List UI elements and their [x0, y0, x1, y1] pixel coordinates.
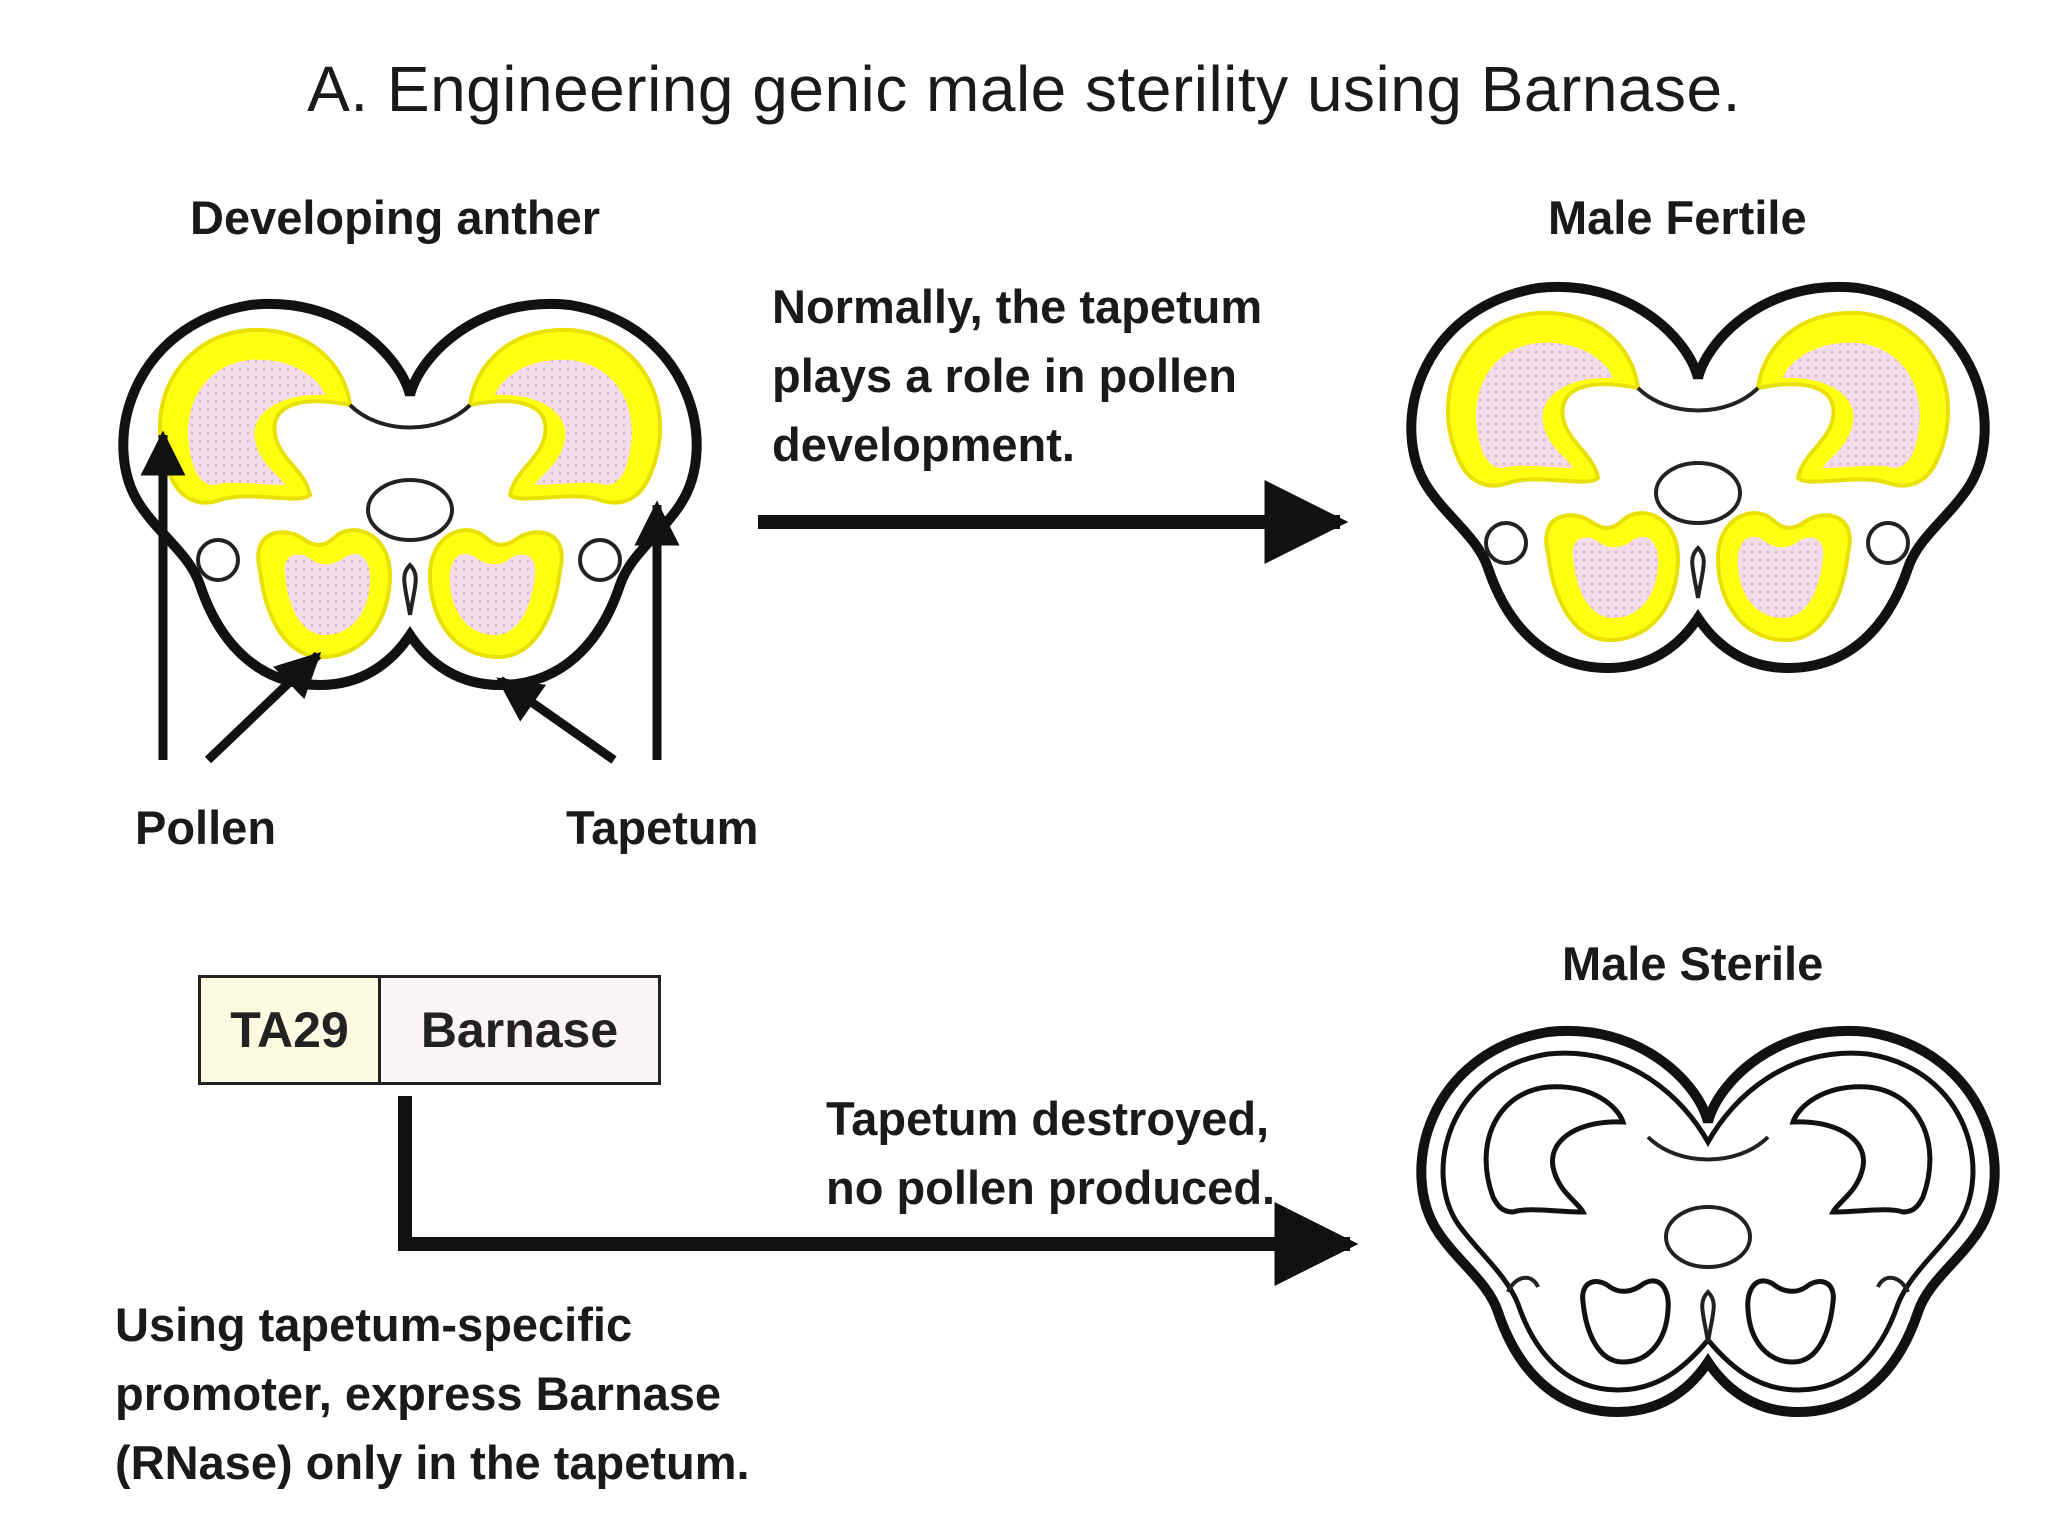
promoter-label: TA29 — [230, 1002, 349, 1058]
male-sterile-anther-illustration — [1421, 1031, 1994, 1412]
barnase-gene-box: Barnase — [378, 975, 661, 1085]
pollen-label: Pollen — [135, 801, 277, 854]
method-note-line: (RNase) only in the tapetum. — [115, 1436, 750, 1489]
developing-anther-heading: Developing anther — [190, 191, 601, 244]
callout-arrows — [140, 430, 680, 764]
method-note-line: promoter, express Barnase — [115, 1367, 722, 1420]
male-fertile-heading: Male Fertile — [1548, 191, 1807, 244]
method-note-line: Using tapetum-specific — [115, 1298, 633, 1351]
normal-note-line: development. — [772, 418, 1075, 471]
pollen-arrow-diagonal — [204, 651, 322, 764]
barnase-label: Barnase — [420, 1002, 619, 1058]
method-note: Using tapetum-specific promoter, express… — [115, 1290, 750, 1497]
empty-locules — [1483, 1084, 1933, 1365]
male-fertile-anther-illustration — [1411, 287, 1984, 668]
tapetum-arrow-diagonal — [496, 676, 617, 764]
destroyed-note: Tapetum destroyed, no pollen produced. — [826, 1084, 1275, 1222]
figure-title: A. Engineering genic male sterility usin… — [307, 53, 1741, 125]
developing-anther-illustration — [123, 304, 696, 685]
normal-note-line: Normally, the tapetum — [772, 280, 1263, 333]
barnase-expression-arrow — [398, 1096, 1359, 1286]
normal-note-line: plays a role in pollen — [772, 349, 1237, 402]
tapetum-label: Tapetum — [566, 801, 759, 854]
tapetum-locules — [158, 327, 662, 660]
fertile-tapetum-locules — [1446, 310, 1950, 643]
destroyed-note-line: no pollen produced. — [826, 1161, 1276, 1214]
male-sterile-heading: Male Sterile — [1562, 937, 1824, 990]
promoter-box: TA29 — [198, 975, 381, 1085]
normal-note: Normally, the tapetum plays a role in po… — [772, 272, 1262, 479]
destroyed-note-line: Tapetum destroyed, — [826, 1092, 1270, 1145]
